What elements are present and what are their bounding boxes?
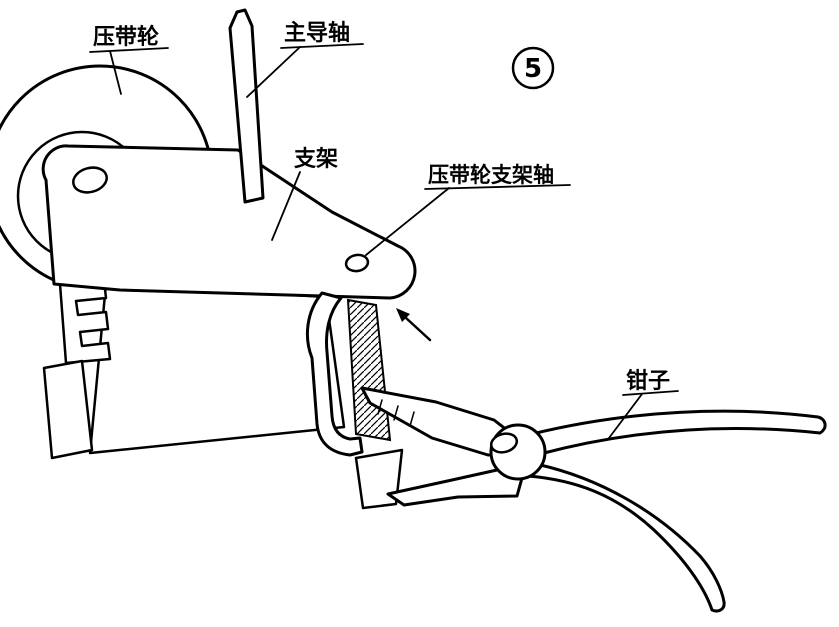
bracket-leader [271, 171, 301, 241]
callout-labels: 压带轮 主导轴 支架 压带轮支架轴 钳子 [93, 20, 670, 394]
chassis-body [42, 279, 346, 460]
pinch-roller-label-underline [89, 47, 169, 53]
arrow-shaft [404, 316, 432, 342]
main-guide-shaft [228, 8, 265, 204]
pliers [360, 386, 827, 613]
bracket-shaft-hole [344, 253, 370, 273]
label-bracket-shaft: 压带轮支架轴 [428, 163, 554, 187]
main-shaft-leader [246, 46, 301, 98]
chassis-block [88, 282, 346, 455]
figure-number: 5 [524, 54, 542, 84]
figure-number-circle [511, 46, 555, 90]
pliers-pivot-hole [489, 432, 519, 454]
bracket-shaft-hatched-area [346, 298, 392, 442]
pliers-lower-handle [526, 462, 726, 613]
bracket-shaft-leader [365, 187, 450, 256]
pliers-label-underline [622, 390, 679, 396]
chassis-foot [42, 359, 94, 460]
label-pliers: 钳子 [626, 368, 670, 394]
label-main-shaft: 主导轴 [284, 20, 350, 46]
direction-arrow-icon [396, 308, 432, 342]
bracket-pivot-hole [72, 166, 108, 194]
label-bracket: 支架 [294, 146, 338, 172]
label-pinch-roller: 压带轮 [93, 24, 159, 50]
pliers-upper-handle [530, 409, 827, 456]
figure-number-badge: 5 [511, 46, 555, 90]
arrow-head [396, 308, 410, 322]
bracket-plate [41, 144, 417, 300]
main-shaft-label-underline [280, 43, 364, 49]
leader-lines [89, 43, 679, 439]
bent-retainer-strip [305, 291, 364, 457]
pliers-jaw-serrations [377, 399, 415, 427]
pinch-roller-leader [109, 50, 122, 95]
pliers-leader [608, 393, 643, 439]
chassis-notched-tab [58, 279, 112, 365]
support-bracket [41, 144, 417, 300]
pliers-lower-jaw [386, 466, 524, 507]
